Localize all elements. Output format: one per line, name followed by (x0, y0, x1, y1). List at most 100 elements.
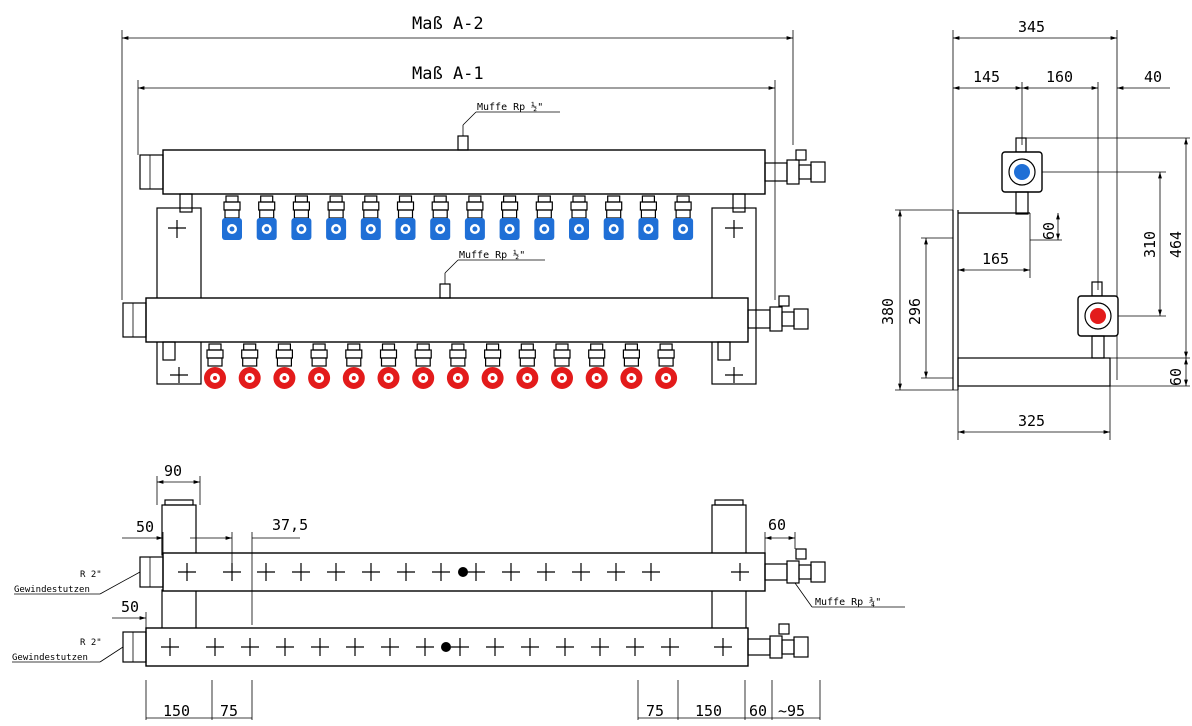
supply-valve (569, 195, 589, 240)
right-bracket (711, 207, 757, 385)
dim-145: 145 (973, 68, 1000, 86)
return-valve (238, 343, 261, 389)
supply-valve-row (222, 195, 694, 240)
dim-50-top: 50 (136, 518, 154, 536)
socket-label-mid: Muffe Rp ½" (459, 249, 525, 261)
front-view: Maß A-2 Maß A-1 Muffe Rp ½" (121, 14, 826, 389)
return-valve (204, 343, 226, 389)
top-view: 90 50 37,5 60 50 R 2" Gewindestutzen R 2… (12, 462, 905, 720)
thread-label-1b: Gewindestutzen (14, 585, 90, 595)
return-valve (516, 343, 539, 389)
return-valve (655, 343, 678, 389)
dim-bottom-75-right: 75 (646, 702, 664, 720)
return-valve-row (204, 343, 678, 389)
dim-325: 325 (1018, 412, 1045, 430)
return-end-valve (747, 295, 809, 332)
dim-50-bottom: 50 (121, 598, 139, 616)
return-header-pipe (145, 297, 749, 343)
supply-valve (464, 195, 485, 240)
supply-valve (673, 195, 694, 240)
thread-label-2b: Gewindestutzen (12, 653, 88, 663)
dim-37-5: 37,5 (272, 516, 308, 534)
dim-label-a1: Maß A-1 (412, 64, 484, 84)
dim-60-bottom: 60 (1167, 368, 1185, 386)
outlet-mark (537, 563, 555, 581)
supply-valve (430, 195, 451, 240)
supply-side-knob (1014, 164, 1030, 180)
outlet-mark (397, 563, 415, 581)
dim-464: 464 (1167, 231, 1185, 258)
outlet-mark (276, 638, 294, 656)
dim-345: 345 (1018, 18, 1045, 36)
outlet-mark (451, 638, 469, 656)
dim-label-a2: Maß A-2 (412, 14, 484, 34)
return-valve (308, 343, 331, 389)
thread-label-1: R 2" (80, 570, 102, 580)
outlet-mark (714, 638, 732, 656)
return-valve (377, 343, 400, 389)
dim-60-right: 60 (768, 516, 786, 534)
supply-valve (291, 195, 312, 240)
return-valve (412, 343, 435, 389)
supply-header-pipe (162, 149, 766, 195)
return-valve (342, 343, 365, 389)
dim-160: 160 (1046, 68, 1073, 86)
outlet-mark (572, 563, 590, 581)
outlet-mark (661, 638, 679, 656)
upper-outlet-marks (178, 563, 749, 581)
outlet-mark (178, 563, 196, 581)
supply-valve (638, 195, 659, 240)
return-valve (481, 343, 504, 389)
supply-valve (256, 195, 277, 240)
outlet-mark (292, 563, 310, 581)
outlet-mark (731, 563, 749, 581)
supply-valve (534, 195, 555, 240)
return-valve (446, 343, 469, 389)
supply-valve (395, 195, 416, 240)
outlet-mark (502, 563, 520, 581)
socket-label-top: Muffe Rp ½" (477, 101, 543, 113)
dim-bottom-75-left: 75 (220, 702, 238, 720)
outlet-mark (416, 638, 434, 656)
outlet-mark (381, 638, 399, 656)
outlet-mark (241, 638, 259, 656)
dim-380: 380 (879, 298, 897, 325)
lower-outlet-marks (161, 638, 732, 656)
supply-valve (499, 195, 520, 240)
dim-40: 40 (1144, 68, 1162, 86)
dim-310: 310 (1141, 231, 1159, 258)
supply-valve (603, 195, 624, 240)
dim-bottom-95: ~95 (778, 702, 805, 720)
supply-valve (360, 195, 381, 240)
thread-label-2: R 2" (80, 638, 102, 648)
outlet-mark (591, 638, 609, 656)
supply-valve (222, 195, 242, 240)
outlet-mark (432, 563, 450, 581)
outlet-mark (521, 638, 539, 656)
outlet-mark (327, 563, 345, 581)
supply-valve (326, 195, 347, 240)
outlet-mark (346, 638, 364, 656)
outlet-mark (257, 563, 275, 581)
outlet-mark (607, 563, 625, 581)
return-side-knob (1090, 308, 1106, 324)
outlet-mark (626, 638, 644, 656)
outlet-mark (362, 563, 380, 581)
outlet-mark (206, 638, 224, 656)
dim-296: 296 (906, 298, 924, 325)
dim-bottom-150-right: 150 (695, 702, 722, 720)
dim-bottom-150-left: 150 (163, 702, 190, 720)
return-valve (585, 343, 608, 389)
dim-90: 90 (164, 462, 182, 480)
outlet-mark (161, 638, 179, 656)
left-bracket (156, 207, 202, 385)
dim-165: 165 (982, 250, 1009, 268)
return-valve (273, 343, 296, 389)
dim-60-top: 60 (1040, 222, 1058, 240)
return-valve (620, 343, 643, 389)
outlet-mark (642, 563, 660, 581)
outlet-mark (486, 638, 504, 656)
dim-bottom-60: 60 (749, 702, 767, 720)
outlet-mark (467, 563, 485, 581)
